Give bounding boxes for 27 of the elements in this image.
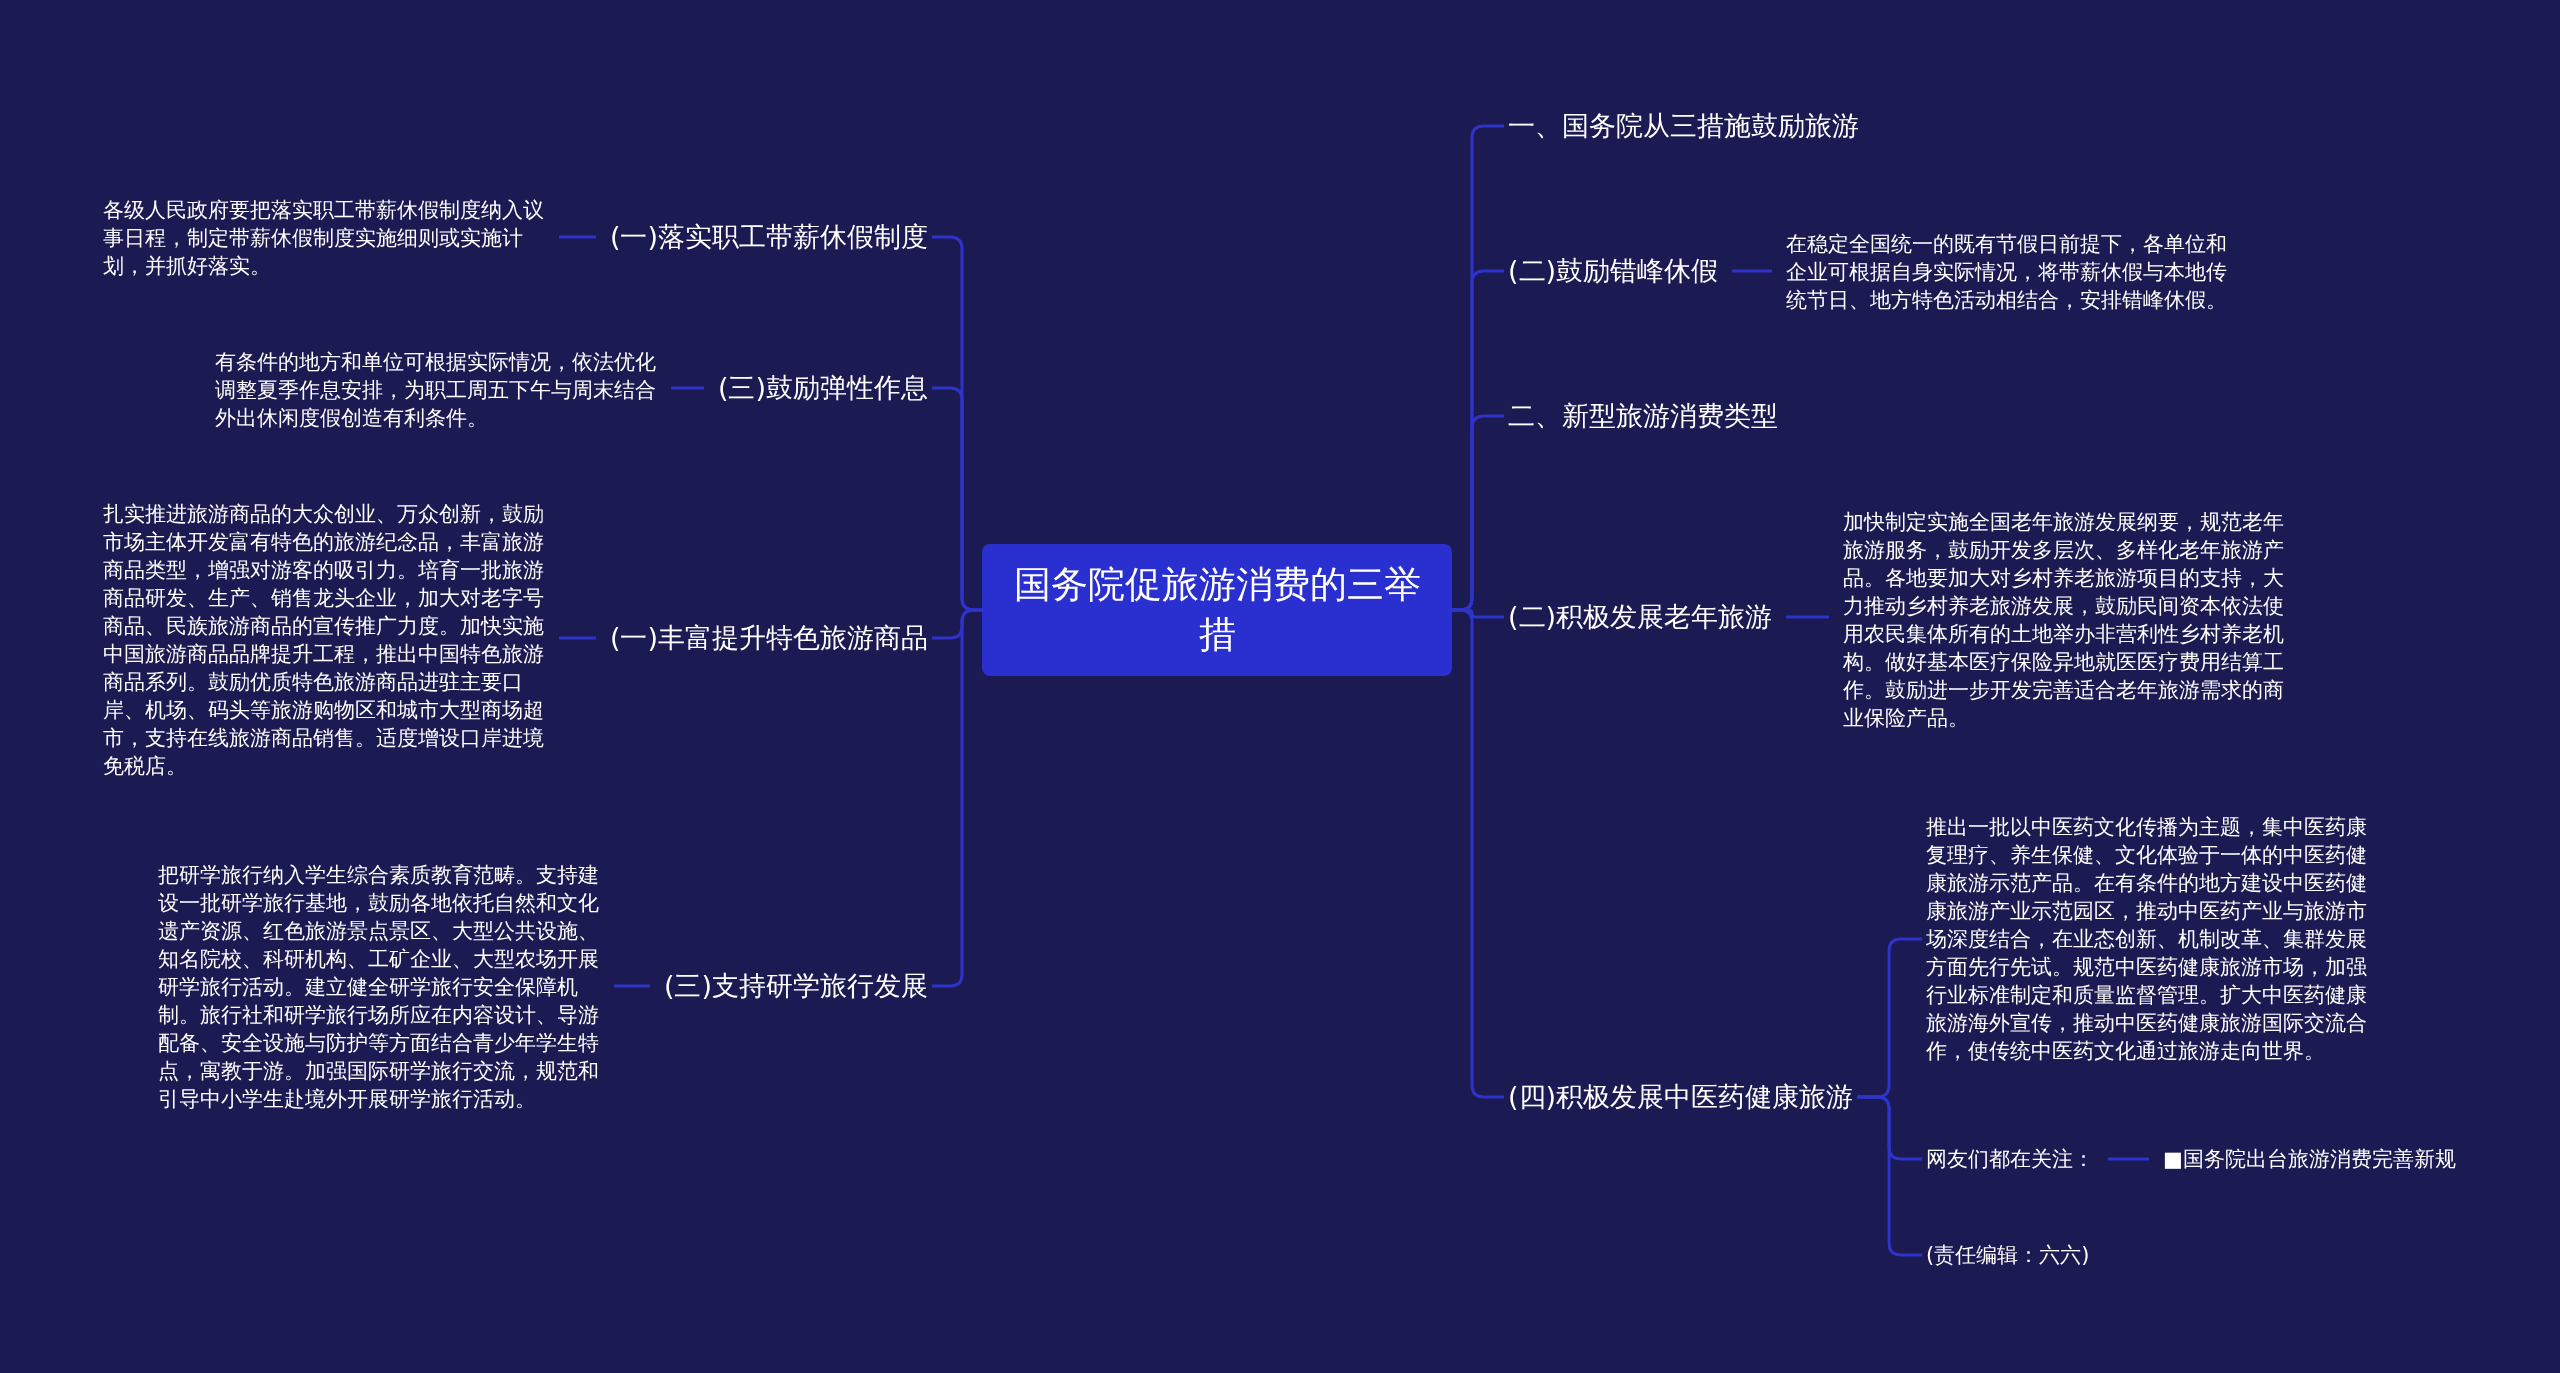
topic-label: (一)落实职工带薪休假制度 <box>605 219 932 255</box>
description-text: 有条件的地方和单位可根据实际情况，依法优化调整夏季作息安排，为职工周五下午与周末结合外出休闲度假创造有利条件。 <box>211 348 661 432</box>
description-text: 加快制定实施全国老年旅游发展纲要，规范老年旅游服务，鼓励开发多层次、多样化老年旅游产品。各地要加大对乡村养老旅游项目的支持，大力推动乡村养老旅游发展，鼓励民间资本依法使用农民集体所有的土地举办非营利性乡村养老机构。做好基本医疗保险异地就医医疗费用结算工作。鼓励进一步开发完善适合老年旅游需求的商业保险产品。 <box>1839 508 2289 732</box>
connector-line <box>1786 615 1829 619</box>
topic-label: (三)支持研学旅行发展 <box>659 968 932 1004</box>
topic-label: (一)丰富提升特色旅游商品 <box>605 620 932 656</box>
description-text: 扎实推进旅游商品的大众创业、万众创新，鼓励市场主体开发富有特色的旅游纪念品，丰富旅游商品类型，增强对游客的吸引力。培育一批旅游商品研发、生产、销售龙头企业，加大对老字号商品、民族旅游商品的宣传推广力度。加快实施中国旅游商品品牌提升工程，推出中国特色旅游商品系列。鼓励优质特色旅游商品进驻主要口岸、机场、码头等旅游购物区和城市大型商场超市，支持在线旅游商品销售。适度增设口岸进境免税店。 <box>99 500 549 780</box>
connector-line <box>614 984 650 988</box>
description-text: ■国务院出台旅游消费完善新规 <box>2159 1145 2460 1173</box>
topic-label: (二)鼓励错峰休假 <box>1504 253 1723 289</box>
description-text: 在稳定全国统一的既有节假日前提下，各单位和企业可根据自身实际情况，将带薪休假与本地传统节日、地方特色活动相结合，安排错峰休假。 <box>1782 230 2232 314</box>
connector-line <box>671 386 704 390</box>
central-topic-box: 国务院促旅游消费的三举措 <box>982 544 1452 676</box>
topic-label: 一、国务院从三措施鼓励旅游 <box>1504 108 1863 144</box>
topic-label: (三)鼓励弹性作息 <box>713 370 932 406</box>
description-text: 各级人民政府要把落实职工带薪休假制度纳入议事日程，制定带薪休假制度实施细则或实施计划，并抓好落实。 <box>99 196 549 280</box>
description-text: 把研学旅行纳入学生综合素质教育范畴。支持建设一批研学旅行基地，鼓励各地依托自然和文化遗产资源、红色旅游景点景区、大型公共设施、知名院校、科研机构、工矿企业、大型农场开展研学旅行活动。建立健全研学旅行安全保障机制。旅行社和研学旅行场所应在内容设计、导游配备、安全设施与防护等方面结合青少年学生特点，寓教于游。加强国际研学旅行交流，规范和引导中小学生赴境外开展研学旅行活动。 <box>154 861 604 1113</box>
topic-label: (四)积极发展中医药健康旅游 <box>1504 1079 1858 1115</box>
topic-label: 二、新型旅游消费类型 <box>1504 398 1782 434</box>
connector-line <box>559 636 596 640</box>
description-text: 推出一批以中医药文化传播为主题，集中医药康复理疗、养生保健、文化体验于一体的中医药健康旅游示范产品。在有条件的地方建设中医药健康旅游产业示范园区，推动中医药产业与旅游市场深度结合，在业态创新、机制改革、集群发展方面先行先试。规范中医药健康旅游市场，加强行业标准制定和质量监督管理。扩大中医药健康旅游海外宣传，推动中医药健康旅游国际交流合作，使传统中医药文化通过旅游走向世界。 <box>1922 813 2372 1065</box>
connector-line <box>2108 1157 2149 1161</box>
connector-line <box>1732 269 1772 273</box>
description-text: 网友们都在关注： <box>1922 1145 2098 1173</box>
description-text: (责任编辑：六六) <box>1922 1241 2094 1269</box>
connector-line <box>559 235 596 239</box>
topic-label: (二)积极发展老年旅游 <box>1504 599 1777 635</box>
